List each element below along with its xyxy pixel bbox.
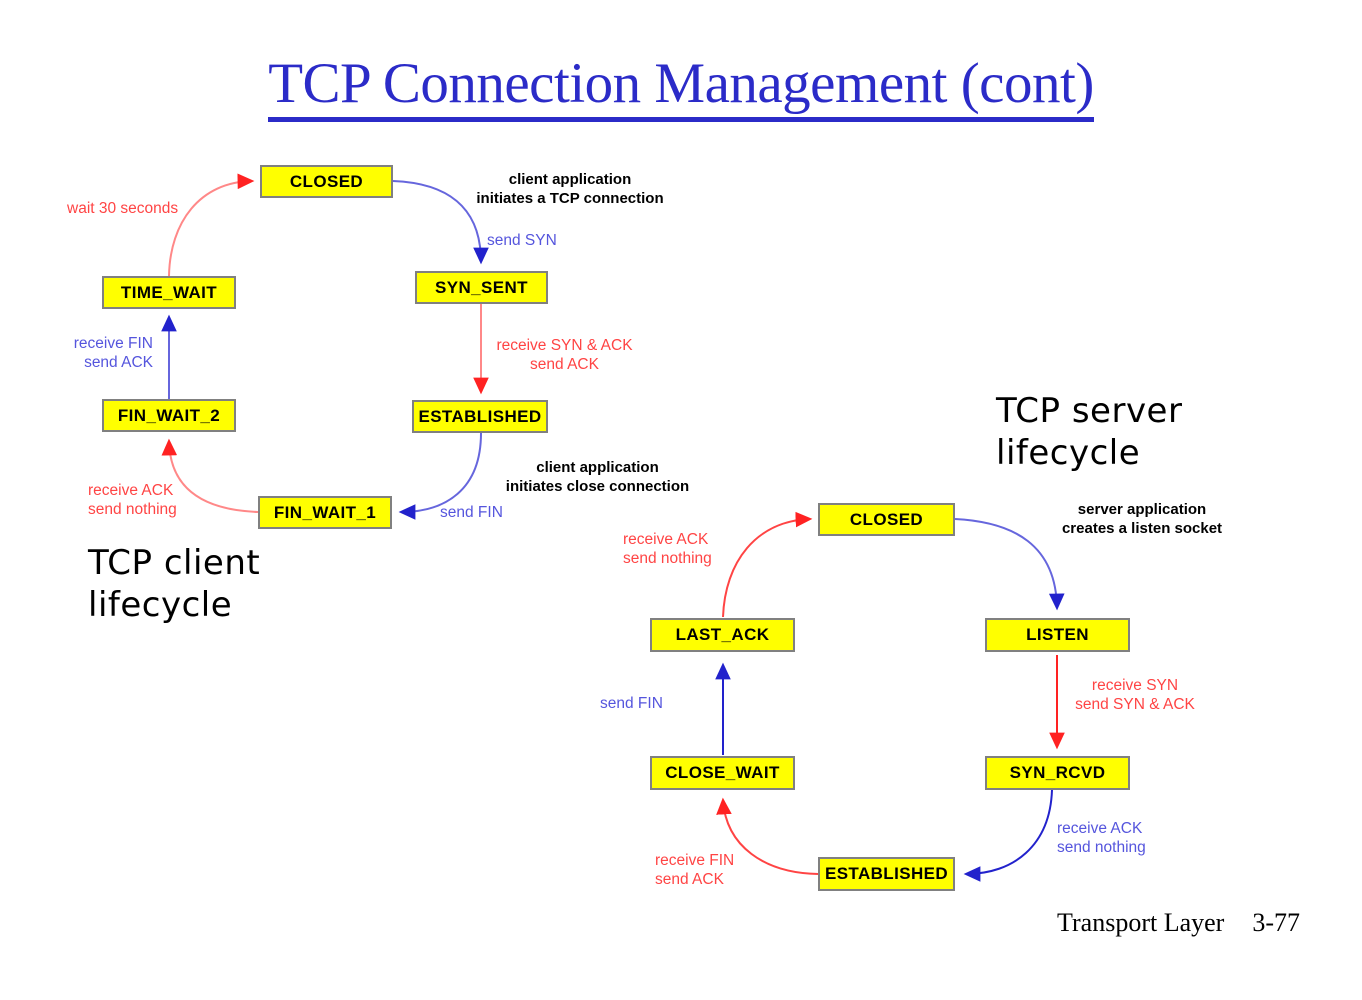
state-box-client-fin-wait-2[interactable]: FIN_WAIT_2 bbox=[102, 399, 236, 432]
page-title: TCP Connection Management (cont) bbox=[0, 52, 1362, 122]
edge-label-client-established-to-fin-wait-1-event: client application initiates close conne… bbox=[505, 459, 690, 495]
edge-label-client-time-wait-to-closed-action: wait 30 seconds bbox=[67, 200, 179, 217]
footer-label: Transport Layer bbox=[1057, 908, 1225, 937]
state-box-server-listen[interactable]: LISTEN bbox=[985, 618, 1130, 652]
edge-label-server-last-ack-to-closed-action: receive ACK send nothing bbox=[623, 531, 712, 567]
edge-label-server-close-wait-to-last-ack-action: send FIN bbox=[600, 695, 663, 712]
state-box-client-established[interactable]: ESTABLISHED bbox=[412, 400, 548, 433]
state-label: SYN_SENT bbox=[435, 277, 528, 297]
client-lifecycle-caption: TCP client lifecycle bbox=[88, 543, 261, 625]
state-box-server-established[interactable]: ESTABLISHED bbox=[818, 857, 955, 891]
state-label: SYN_RCVD bbox=[1009, 763, 1106, 782]
state-box-client-time-wait[interactable]: TIME_WAIT bbox=[102, 276, 236, 309]
edge-label-server-listen-to-syn-rcvd-action: receive SYN send SYN & ACK bbox=[1075, 677, 1195, 713]
state-label: LISTEN bbox=[1026, 625, 1089, 644]
state-label: TIME_WAIT bbox=[120, 282, 218, 302]
footer-page-number: 3-77 bbox=[1252, 908, 1300, 937]
state-box-server-close-wait[interactable]: CLOSE_WAIT bbox=[650, 756, 795, 790]
state-label: CLOSE_WAIT bbox=[665, 763, 780, 782]
edge-label-client-fin-wait-2-to-time-wait-action: receive FIN send ACK bbox=[73, 335, 153, 371]
edge-label-client-syn-sent-to-established-action: receive SYN & ACK send ACK bbox=[496, 337, 633, 373]
arrow-client-established-to-fin-wait-1 bbox=[398, 432, 482, 520]
state-box-server-closed[interactable]: CLOSED bbox=[818, 503, 955, 536]
state-label: LAST_ACK bbox=[675, 625, 770, 644]
slide-footer: Transport Layer 3-77 bbox=[1057, 908, 1300, 938]
edge-label-client-closed-to-syn-sent-event: client application initiates a TCP conne… bbox=[476, 171, 664, 207]
page-title-text: TCP Connection Management (cont) bbox=[268, 52, 1094, 122]
arrow-server-syn-rcvd-to-established bbox=[963, 789, 1053, 882]
arrow-client-time-wait-to-closed bbox=[168, 173, 255, 277]
state-label: ESTABLISHED bbox=[418, 406, 542, 426]
state-label: FIN_WAIT_2 bbox=[117, 405, 221, 425]
state-box-client-syn-sent[interactable]: SYN_SENT bbox=[415, 271, 548, 304]
state-label: FIN_WAIT_1 bbox=[273, 502, 377, 522]
state-label: CLOSED bbox=[289, 171, 364, 191]
state-box-client-fin-wait-1[interactable]: FIN_WAIT_1 bbox=[258, 496, 392, 529]
state-box-server-syn-rcvd[interactable]: SYN_RCVD bbox=[985, 756, 1130, 790]
server-lifecycle-caption: TCP server lifecycle bbox=[996, 391, 1183, 473]
edge-label-client-closed-to-syn-sent-action: send SYN bbox=[487, 232, 557, 249]
state-box-server-last-ack[interactable]: LAST_ACK bbox=[650, 618, 795, 652]
edge-label-server-closed-to-listen-event: server application creates a listen sock… bbox=[1061, 501, 1223, 537]
state-box-client-closed[interactable]: CLOSED bbox=[260, 165, 393, 198]
edge-label-server-established-to-close-wait-action: receive FIN send ACK bbox=[655, 852, 735, 888]
state-label: CLOSED bbox=[849, 509, 924, 529]
edge-label-client-established-to-fin-wait-1-action: send FIN bbox=[440, 504, 503, 521]
state-label: ESTABLISHED bbox=[824, 864, 949, 883]
edge-label-server-syn-rcvd-to-established-action: receive ACK send nothing bbox=[1057, 820, 1146, 856]
edge-label-client-fin-wait-1-to-fin-wait-2-action: receive ACK send nothing bbox=[88, 482, 177, 518]
